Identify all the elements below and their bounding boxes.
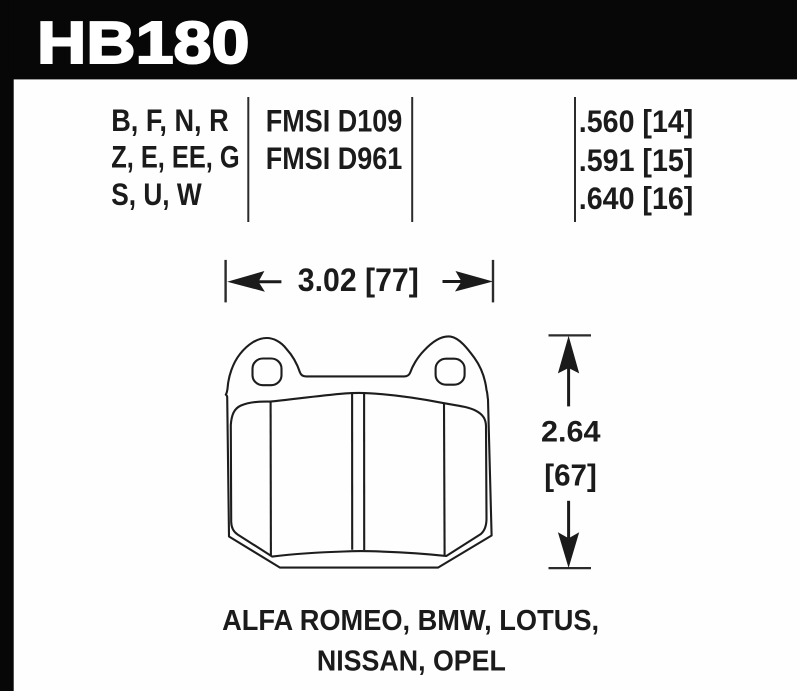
svg-text:FMSI D961: FMSI D961 (266, 140, 403, 176)
svg-text:HB180: HB180 (37, 9, 250, 76)
svg-text:FMSI D109: FMSI D109 (266, 103, 403, 139)
svg-text:S, U, W: S, U, W (111, 176, 202, 212)
svg-text:.640 [16]: .640 [16] (579, 180, 694, 216)
svg-text:3.02 [77]: 3.02 [77] (298, 262, 419, 298)
svg-text:.591 [15]: .591 [15] (579, 142, 694, 178)
svg-text:NISSAN, OPEL: NISSAN, OPEL (317, 645, 506, 677)
svg-text:Z, E, EE, G: Z, E, EE, G (111, 139, 240, 175)
svg-text:B, F, N, R: B, F, N, R (111, 102, 229, 138)
svg-text:.560 [14]: .560 [14] (579, 103, 694, 139)
svg-text:2.64: 2.64 (541, 415, 601, 448)
svg-text:ALFA ROMEO, BMW, LOTUS,: ALFA ROMEO, BMW, LOTUS, (222, 605, 599, 637)
svg-text:[67]: [67] (544, 457, 597, 492)
